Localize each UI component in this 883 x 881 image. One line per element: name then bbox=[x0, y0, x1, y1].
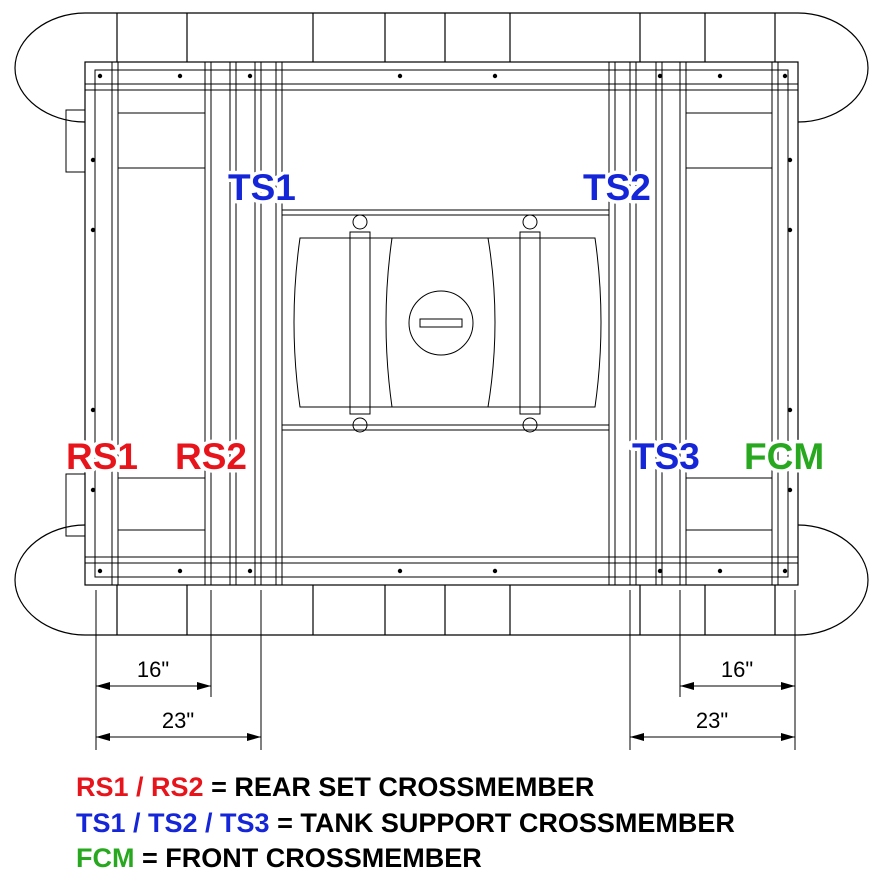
crossmember-lines bbox=[111, 62, 779, 585]
dimension-arrows bbox=[96, 682, 795, 741]
dim-rear-short: 16" bbox=[137, 657, 169, 682]
dim-rear-long: 23" bbox=[162, 708, 194, 733]
label-ts2: TS2 bbox=[583, 167, 651, 208]
deck-frame-inner bbox=[94, 69, 789, 578]
label-ts1: TS1 bbox=[228, 167, 296, 208]
tank-assembly bbox=[293, 214, 602, 433]
dim-front-short: 16" bbox=[721, 657, 753, 682]
legend-tank-text: = TANK SUPPORT CROSSMEMBER bbox=[269, 808, 735, 838]
bottom-pontoon bbox=[14, 524, 869, 636]
legend-front-codes: FCM bbox=[76, 843, 135, 873]
label-fcm: FCM bbox=[744, 436, 824, 477]
label-rs2: RS2 bbox=[175, 436, 247, 477]
label-ts3: TS3 bbox=[632, 436, 700, 477]
pontoon-seams bbox=[116, 13, 776, 635]
legend-row-front: FCM = FRONT CROSSMEMBER bbox=[76, 843, 482, 874]
bolt-dots bbox=[90, 73, 793, 574]
legend-row-tank: TS1 / TS2 / TS3 = TANK SUPPORT CROSSMEMB… bbox=[76, 808, 735, 839]
legend-rear-text: = REAR SET CROSSMEMBER bbox=[203, 772, 595, 802]
label-rs1: RS1 bbox=[66, 436, 138, 477]
legend-row-rear: RS1 / RS2 = REAR SET CROSSMEMBER bbox=[76, 772, 594, 803]
legend-front-text: = FRONT CROSSMEMBER bbox=[134, 843, 482, 873]
legend-tank-codes: TS1 / TS2 / TS3 bbox=[76, 808, 270, 838]
legend-rear-codes: RS1 / RS2 bbox=[76, 772, 204, 802]
dim-front-long: 23" bbox=[696, 708, 728, 733]
deck-frame-outer bbox=[84, 61, 799, 586]
dimension-lines bbox=[95, 590, 796, 750]
